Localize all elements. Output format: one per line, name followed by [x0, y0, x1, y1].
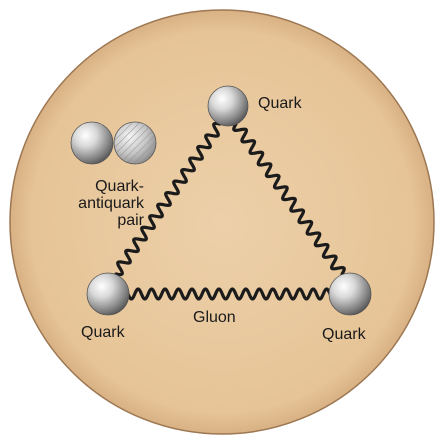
quark-antiquark-pair-label: Quark- antiquark pair: [44, 178, 144, 229]
quark-top: [208, 86, 248, 126]
quark-left: [87, 273, 129, 315]
right-quark-label: Quark: [322, 326, 366, 343]
left-quark-label: Quark: [81, 324, 125, 341]
pair-label-line-1: Quark-: [44, 178, 144, 195]
pair-quark: [71, 122, 113, 164]
quark-right: [329, 273, 371, 315]
pair-label-line-3: pair: [44, 212, 144, 229]
gluon-label: Gluon: [193, 309, 236, 326]
top-quark-label: Quark: [258, 95, 302, 112]
pair-label-line-2: antiquark: [44, 195, 144, 212]
pair-antiquark: [114, 122, 156, 164]
